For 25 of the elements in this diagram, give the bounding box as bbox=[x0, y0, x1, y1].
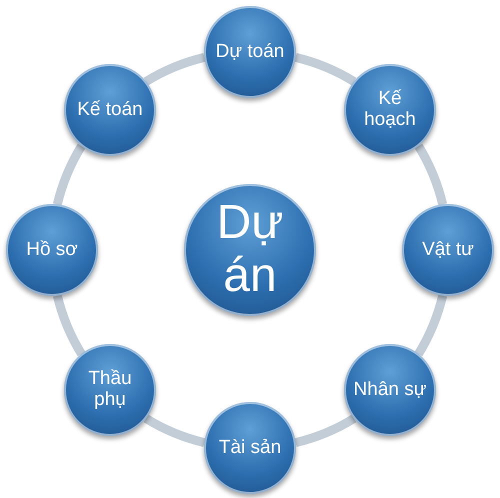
circle-node bbox=[6, 204, 98, 296]
node-label: Thầu phụ bbox=[87, 369, 133, 411]
circle-node bbox=[64, 344, 156, 436]
ring-connector bbox=[414, 294, 448, 356]
ring-connector bbox=[52, 294, 86, 356]
ring-connector bbox=[144, 52, 206, 86]
node-label: Hồ sơ bbox=[26, 240, 78, 260]
circle-node bbox=[64, 64, 156, 156]
circle-node bbox=[402, 204, 494, 296]
node-label: Vật tư bbox=[422, 240, 474, 260]
node-label: Nhân sự bbox=[354, 380, 426, 400]
node-label: Dự toán bbox=[216, 42, 284, 62]
node-label: Kế hoạch bbox=[363, 89, 417, 131]
circle-node bbox=[344, 344, 436, 436]
ring-connector bbox=[414, 144, 448, 206]
ring-connector bbox=[144, 414, 206, 448]
node-label: Tài sản bbox=[218, 438, 282, 458]
circle-node bbox=[204, 402, 296, 494]
circle-node bbox=[204, 6, 296, 98]
node-label: Kế toán bbox=[77, 100, 143, 120]
circle-node bbox=[344, 64, 436, 156]
ring-connector bbox=[294, 414, 356, 448]
ring-connector bbox=[294, 52, 356, 86]
ring-connector bbox=[52, 144, 86, 206]
node-label: Dự án bbox=[216, 197, 284, 303]
